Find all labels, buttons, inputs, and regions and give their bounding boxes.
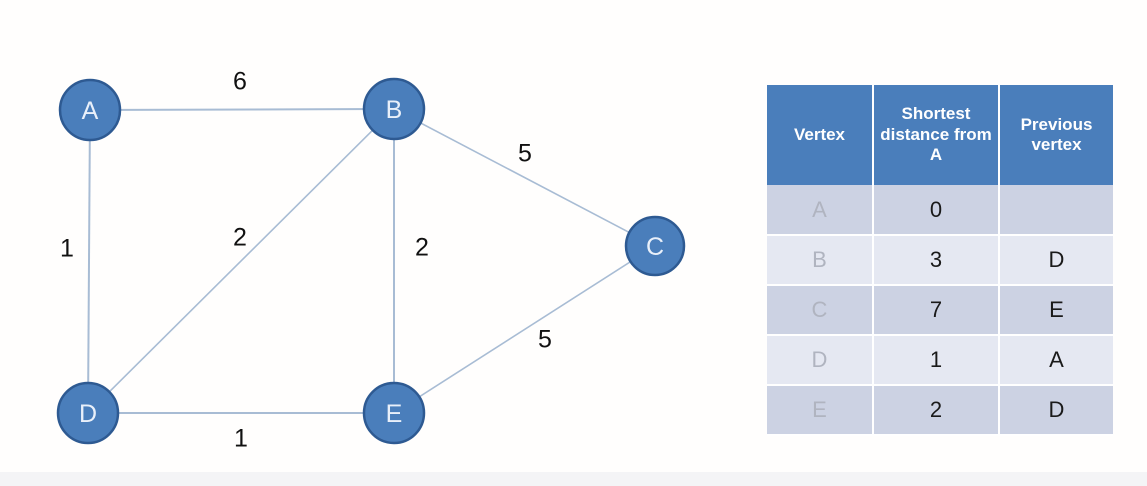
table-row: C 7 E [767, 285, 1113, 336]
table-row: E 2 D [767, 385, 1113, 436]
table-row: D 1 A [767, 335, 1113, 386]
cell-distance: 0 [873, 185, 1000, 236]
cell-distance: 7 [873, 285, 1000, 336]
cell-distance: 2 [873, 385, 1000, 436]
cell-previous: D [999, 385, 1113, 436]
cell-vertex: D [767, 335, 874, 386]
node-a-circle[interactable] [58, 78, 122, 142]
edge-d-b [87, 108, 395, 414]
edge-lines-group [87, 108, 656, 414]
edge-weight-d-b: 2 [233, 223, 247, 252]
node-b-circle[interactable] [362, 77, 426, 141]
node-c-circle[interactable] [624, 215, 686, 277]
cell-vertex: E [767, 385, 874, 436]
graph-node-b[interactable]: B [362, 77, 426, 141]
node-e-circle[interactable] [362, 381, 426, 445]
graph-node-e[interactable]: E [362, 381, 426, 445]
table-header-row: Vertex Shortest distance from A Previous… [767, 85, 1113, 185]
edge-a-b [89, 108, 395, 111]
node-c-label: C [646, 233, 664, 261]
cell-vertex: B [767, 235, 874, 286]
column-header-distance: Shortest distance from A [873, 85, 1000, 185]
graph-node-c[interactable]: C [624, 215, 686, 277]
node-e-label: E [386, 400, 403, 428]
node-b-label: B [386, 96, 403, 124]
cell-previous: D [999, 235, 1113, 286]
graph-svg: A B C D E [56, 77, 686, 445]
shortest-path-table: Vertex Shortest distance from A Previous… [767, 85, 1113, 436]
edge-weight-b-c: 5 [518, 139, 532, 168]
edge-weight-a-b: 6 [233, 67, 247, 96]
column-header-vertex: Vertex [767, 85, 874, 185]
edge-b-c [393, 108, 656, 247]
table-row: A 0 [767, 185, 1113, 236]
table-row: B 3 D [767, 235, 1113, 286]
cell-vertex: C [767, 285, 874, 336]
column-header-previous: Previous vertex [999, 85, 1113, 185]
edge-weight-a-d: 1 [60, 234, 74, 263]
bottom-band [0, 472, 1147, 486]
edge-weight-b-e: 2 [415, 233, 429, 262]
cell-previous [999, 185, 1113, 236]
node-d-circle[interactable] [56, 381, 120, 445]
edge-a-d [87, 109, 91, 414]
weighted-graph-figure: A B C D E 6 1 2 2 5 1 5 [56, 67, 686, 453]
graph-node-a[interactable]: A [58, 78, 122, 142]
edge-weight-d-e: 1 [234, 424, 248, 453]
node-a-label: A [82, 97, 99, 125]
graph-node-d[interactable]: D [56, 381, 120, 445]
node-d-label: D [79, 400, 97, 428]
cell-vertex: A [767, 185, 874, 236]
edge-e-c [393, 245, 656, 414]
cell-distance: 3 [873, 235, 1000, 286]
edge-weight-e-c: 5 [538, 325, 552, 354]
cell-previous: A [999, 335, 1113, 386]
cell-previous: E [999, 285, 1113, 336]
cell-distance: 1 [873, 335, 1000, 386]
